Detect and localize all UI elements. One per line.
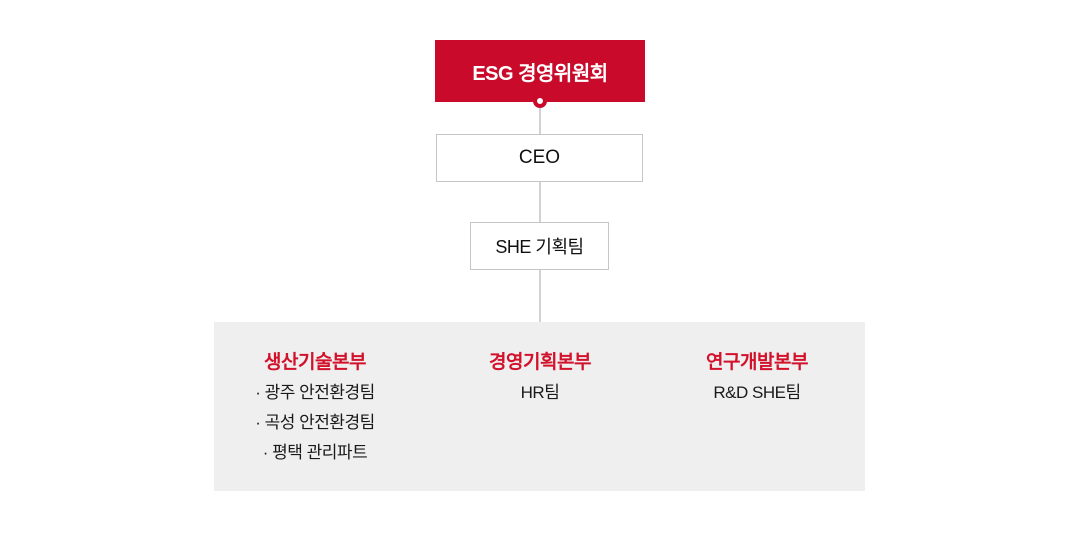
divisions-panel: 생산기술본부 · 광주 안전환경팀 · 곡성 안전환경팀 · 평택 관리파트 경…	[214, 322, 865, 491]
division-team-item: R&D SHE팀	[713, 383, 801, 402]
node-ceo: CEO	[436, 134, 643, 182]
division-title: 경영기획본부	[489, 352, 591, 373]
division-production-technology: 생산기술본부 · 광주 안전환경팀 · 곡성 안전환경팀 · 평택 관리파트	[214, 348, 416, 468]
connector-committee-ceo	[539, 102, 541, 134]
division-research-development: 연구개발본부 R&D SHE팀	[656, 348, 858, 408]
node-she-planning-team-label: SHE 기획팀	[495, 237, 584, 257]
node-ceo-label: CEO	[518, 147, 561, 168]
connector-dot-icon	[533, 94, 547, 108]
connector-she-divisions	[539, 270, 541, 322]
connector-ceo-she	[539, 182, 541, 222]
division-title: 연구개발본부	[706, 352, 808, 373]
node-esg-committee-label: ESG 경영위원회	[472, 62, 608, 85]
node-she-planning-team: SHE 기획팀	[470, 222, 609, 270]
division-team-item: HR팀	[520, 383, 560, 402]
division-management-planning: 경영기획본부 HR팀	[439, 348, 641, 408]
division-team-item: · 광주 안전환경팀	[255, 383, 375, 402]
division-team-item: · 곡성 안전환경팀	[255, 413, 375, 432]
node-esg-committee: ESG 경영위원회	[435, 40, 645, 102]
division-team-item: · 평택 관리파트	[262, 443, 368, 462]
division-title: 생산기술본부	[264, 352, 366, 373]
